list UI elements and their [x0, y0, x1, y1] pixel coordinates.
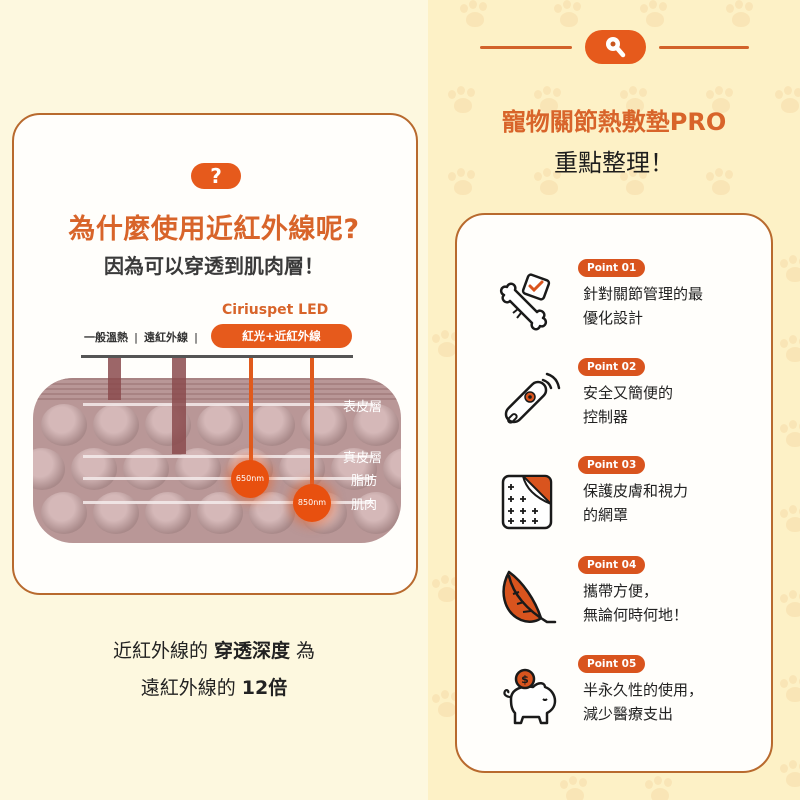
point-text-line1: 針對關節管理的最: [583, 285, 704, 303]
fabric-mesh-icon: [501, 474, 553, 530]
point-text-line2: 減少醫療支出: [583, 705, 674, 723]
explainer-subtitle: 因為可以穿透到肌肉層！: [104, 254, 324, 278]
point-badge: Point 05: [578, 655, 646, 673]
summary-subtitle: 重點整理！: [554, 149, 674, 177]
general-heat-depth-bar: [108, 358, 121, 400]
paw-print-icon: [643, 776, 677, 800]
feather-icon: [502, 570, 557, 624]
question-mark-icon: ?: [210, 164, 222, 188]
paw-print-icon: [778, 335, 800, 365]
point-item-03: Point 03 保護皮膚和視力 的網罩: [497, 456, 767, 536]
paw-print-icon: [618, 168, 652, 198]
layer-label-epidermis: 表皮層: [343, 400, 383, 415]
paw-print-icon: [532, 86, 566, 116]
layer-label-dermis: 真皮層: [343, 451, 383, 466]
layer-label-muscle: 肌肉: [351, 498, 378, 513]
remote-control-icon: [504, 372, 561, 424]
paw-print-icon: [778, 420, 800, 450]
epidermis-texture: [33, 378, 401, 400]
legend-far-infrared: 遠紅外線: [144, 331, 189, 344]
point-text-line1: 安全又簡便的: [583, 384, 674, 402]
legend-separator: |: [194, 330, 199, 344]
diagram-baseline: [81, 355, 353, 358]
point-text-line2: 控制器: [583, 408, 629, 426]
point-text-line1: 保護皮膚和視力: [583, 482, 689, 500]
search-icon: [606, 37, 626, 58]
legend-general-heat: 一般溫熱: [84, 331, 128, 344]
muscle-line: [83, 501, 373, 504]
paw-print-icon: [704, 168, 738, 198]
point-badge: Point 02: [578, 358, 646, 376]
paw-print-icon: [778, 255, 800, 285]
legend-led-pill: 紅光+近紅外線: [211, 324, 352, 348]
paw-print-icon: [704, 86, 738, 116]
paw-print-icon: [778, 760, 800, 790]
epidermis-line: [83, 403, 373, 406]
conclusion-line-2: 遠紅外線的 12倍: [140, 677, 288, 699]
point-text-line2: 無論何時何地！: [583, 606, 689, 624]
product-title: 寵物關節熱敷墊PRO: [501, 108, 727, 136]
paw-print-icon: [458, 0, 492, 30]
near-infrared-ray: [310, 358, 314, 493]
far-infrared-depth-bar: [172, 358, 186, 454]
brand-label: Ciriuspet LED: [222, 302, 329, 318]
point-badge: Point 03: [578, 456, 646, 474]
legend-separator: |: [134, 330, 139, 344]
dermis-line: [83, 455, 373, 458]
point-text-line2: 的網罩: [583, 506, 629, 524]
paw-print-icon: [778, 590, 800, 620]
paw-print-icon: [558, 776, 592, 800]
paw-print-icon: [773, 86, 800, 116]
search-badge: [585, 30, 646, 64]
piggy-bank-icon: $: [503, 668, 557, 725]
heat-type-legend: 一般溫熱 | 遠紅外線 |: [84, 326, 204, 348]
paw-print-icon: [552, 0, 586, 30]
point-item-01: Point 01 針對關節管理的最 優化設計: [497, 259, 767, 339]
point-text-line2: 優化設計: [583, 309, 644, 327]
layer-label-fat: 脂肪: [351, 474, 378, 489]
wavelength-650-marker: 650nm: [231, 460, 269, 498]
question-badge: ?: [191, 163, 241, 189]
paw-print-icon: [618, 86, 652, 116]
explainer-title: 為什麼使用近紅外線呢?: [68, 214, 360, 245]
paw-print-icon: [778, 505, 800, 535]
paw-print-icon: [446, 168, 480, 198]
point-text-line1: 半永久性的使用，: [583, 681, 704, 699]
point-text-line1: 攜帶方便，: [583, 582, 659, 600]
paw-print-icon: [778, 675, 800, 705]
point-badge: Point 01: [578, 259, 646, 277]
svg-text:$: $: [521, 673, 529, 686]
point-item-05: $ Point 05 半永久性的使用， 減少醫療支出: [497, 655, 767, 735]
conclusion-line-1: 近紅外線的 穿透深度 為: [112, 640, 316, 662]
point-item-02: Point 02 安全又簡便的 控制器: [497, 358, 767, 438]
bone-check-icon: [499, 273, 551, 331]
paw-print-icon: [446, 86, 480, 116]
paw-print-icon: [724, 0, 758, 30]
paw-print-icon: [638, 0, 672, 30]
red-light-ray: [249, 358, 253, 468]
header-divider-right: [659, 46, 749, 49]
fat-line: [83, 477, 373, 480]
point-item-04: Point 04 攜帶方便， 無論何時何地！: [497, 556, 767, 636]
header-divider-left: [480, 46, 572, 49]
wavelength-850-marker: 850nm: [293, 484, 331, 522]
point-badge: Point 04: [578, 556, 646, 574]
paw-print-icon: [532, 168, 566, 198]
